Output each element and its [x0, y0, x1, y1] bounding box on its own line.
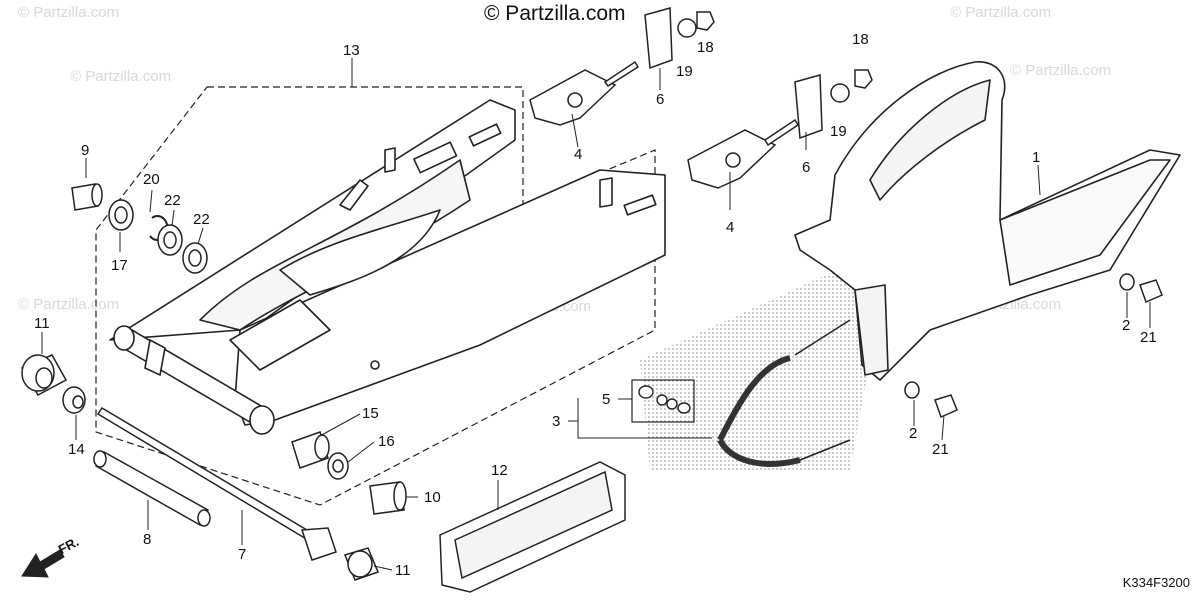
- front-direction-arrow: [21, 549, 65, 578]
- part-15-bushing: [291, 431, 330, 469]
- part-11-nut-bottom: [344, 547, 379, 581]
- part-12-chain-slider: [439, 461, 626, 593]
- chain-shade-area: [640, 250, 900, 470]
- callout-17: 17: [111, 257, 128, 274]
- part-2-washer-lower: [904, 381, 920, 399]
- callout-4: 4: [726, 219, 735, 236]
- callout-6: 6: [656, 91, 665, 108]
- callout-22: 22: [164, 192, 181, 209]
- callout-3: 3: [552, 413, 561, 430]
- part-19-nut-upper: [677, 18, 697, 38]
- callout-18: 18: [697, 39, 714, 56]
- callout-1: 1: [1032, 149, 1041, 166]
- pivot-tube: [113, 325, 275, 435]
- part-1-rear-fender: [794, 61, 1181, 381]
- callout-12: 12: [491, 462, 508, 479]
- brand-watermark: © Partzilla.com: [484, 2, 626, 25]
- part-18-nut-lower: [854, 69, 873, 89]
- part-4-adjuster-lower: [687, 118, 800, 189]
- callout-11: 11: [395, 562, 411, 579]
- part-22-bearings: [157, 224, 208, 274]
- callout-21: 21: [932, 441, 949, 458]
- callout-8: 8: [143, 531, 152, 548]
- part-21-bolt-upper: [1139, 279, 1163, 304]
- callout-16: 16: [378, 433, 395, 450]
- leader-lines: [41, 58, 1151, 571]
- part-2-washer-upper: [1119, 273, 1135, 291]
- part-18-nut-upper: [696, 11, 715, 31]
- part-11-cap: [20, 354, 68, 397]
- part-6-plate-lower: [794, 74, 823, 140]
- watermark: © Partzilla.com: [18, 4, 120, 21]
- watermark: © Partzilla.com: [1010, 62, 1112, 79]
- callout-6: 6: [802, 159, 811, 176]
- callout-14: 14: [68, 441, 85, 458]
- part-5-master-link-box: [631, 379, 695, 423]
- part-9-collar: [71, 183, 103, 211]
- callout-20: 20: [143, 171, 160, 188]
- callout-19: 19: [676, 63, 693, 80]
- part-19-nut-lower: [830, 83, 850, 103]
- callout-4: 4: [574, 146, 583, 163]
- callout-7: 7: [238, 546, 247, 563]
- callout-9: 9: [81, 142, 90, 159]
- group-box-13: [95, 86, 656, 506]
- callout-10: 10: [424, 489, 441, 506]
- part-10-collar: [369, 481, 407, 515]
- watermark: © Partzilla.com: [70, 68, 172, 85]
- callout-22: 22: [193, 211, 210, 228]
- part-14-bushing: [62, 386, 86, 414]
- part-7-bolt: [96, 406, 337, 561]
- callout-13: 13: [343, 42, 360, 59]
- callout-21: 21: [1140, 329, 1157, 346]
- part-6-plate-upper: [644, 7, 673, 70]
- part-5-master-link: [638, 385, 691, 414]
- part-17-seal: [108, 199, 134, 231]
- part-4-adjuster-upper: [529, 60, 640, 126]
- part-16-seal: [327, 452, 349, 480]
- callout-2: 2: [909, 425, 918, 442]
- watermark: © Partzilla.com: [950, 4, 1052, 21]
- callout-11: 11: [34, 315, 50, 332]
- callout-2: 2: [1122, 317, 1131, 334]
- callout-18: 18: [852, 31, 869, 48]
- part-3-drive-chain: [717, 319, 851, 467]
- swingarm: [109, 99, 666, 426]
- callout-15: 15: [362, 405, 379, 422]
- part-21-bolt-lower: [934, 394, 958, 419]
- callout-19: 19: [830, 123, 847, 140]
- diagram-code: K334F3200: [1122, 575, 1190, 590]
- part-8-pipe: [93, 450, 211, 527]
- watermark: © Partzilla.com: [18, 296, 120, 313]
- callout-5: 5: [602, 391, 611, 408]
